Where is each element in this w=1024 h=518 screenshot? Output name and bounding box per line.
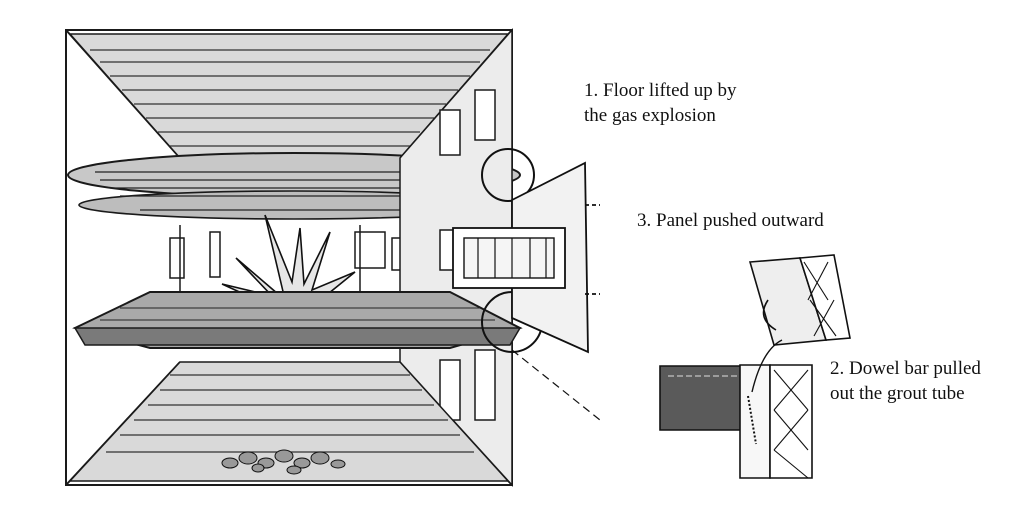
annotation-floor-lifted: 1. Floor lifted up by the gas explosion (584, 78, 737, 128)
annotation-dowel-bar-line2: out the grout tube (830, 383, 965, 404)
annotation-panel-pushed: 3. Panel pushed outward (637, 210, 824, 231)
wall-section-detail (748, 254, 851, 346)
dowel-joint-detail (659, 339, 813, 479)
ground-floor (68, 361, 510, 482)
lower-floor-slab (72, 291, 523, 349)
annotation-floor-lifted-line2: the gas explosion (584, 105, 716, 126)
annotation-dowel-bar-line1: 2. Dowel bar pulled (830, 358, 981, 379)
detail-circle-upper (481, 148, 535, 202)
outward-panel (452, 161, 600, 354)
rubble-pile (221, 449, 346, 475)
ceiling (68, 33, 510, 159)
leader-lines (511, 349, 601, 421)
annotation-floor-lifted-line1: 1. Floor lifted up by (584, 80, 737, 101)
annotation-dowel-bar: 2. Dowel bar pulled out the grout tube (830, 356, 981, 406)
